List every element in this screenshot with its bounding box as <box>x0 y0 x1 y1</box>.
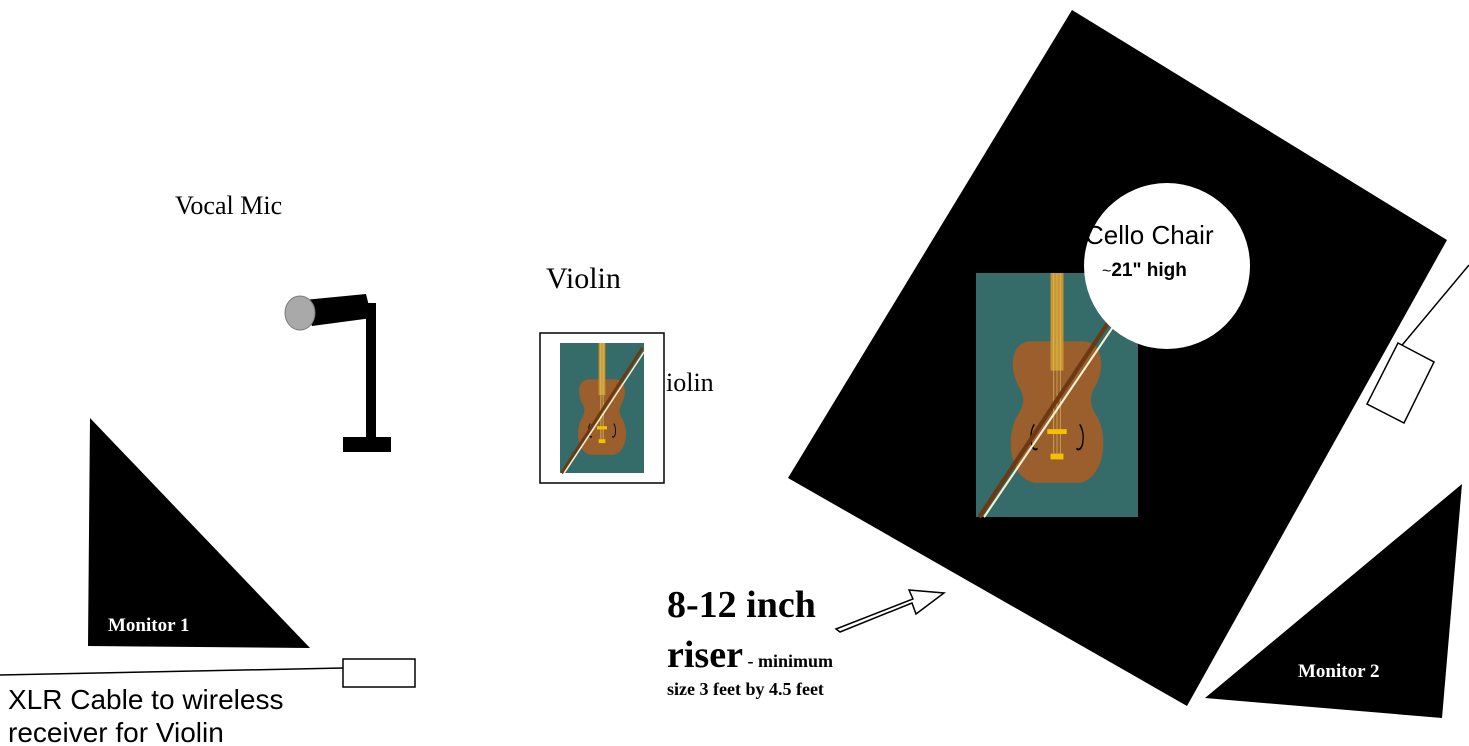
xlr-label-line2: receiver for Violin <box>8 717 224 746</box>
riser-minimum-size: size 3 feet by 4.5 feet <box>667 679 824 699</box>
cello-chair-label: Cello Chair <box>1085 220 1214 250</box>
riser-size-label: 8-12 inch <box>667 584 816 626</box>
cello-chair: Cello Chair ~21" high <box>1084 183 1250 349</box>
xlr-cable <box>0 659 415 687</box>
riser-label: riser - minimum <box>667 634 833 676</box>
vocal-mic-label: Vocal Mic <box>175 191 282 220</box>
xlr-label-line1: XLR Cable to wireless <box>8 684 283 715</box>
xlr-receiver-box <box>343 659 415 687</box>
violin-icon <box>560 343 644 473</box>
monitor-1: Monitor 1 <box>88 418 310 648</box>
monitor-2-label: Monitor 2 <box>1298 661 1379 682</box>
violin-title: Violin <box>546 262 621 295</box>
microphone-stand-icon <box>285 294 391 452</box>
monitor-1-label: Monitor 1 <box>108 615 189 636</box>
violin-image-box: iolin <box>540 333 714 483</box>
riser-arrow <box>836 590 944 632</box>
violin-box-label: iolin <box>666 368 714 397</box>
cello-chair-height: ~21" high <box>1102 260 1187 281</box>
